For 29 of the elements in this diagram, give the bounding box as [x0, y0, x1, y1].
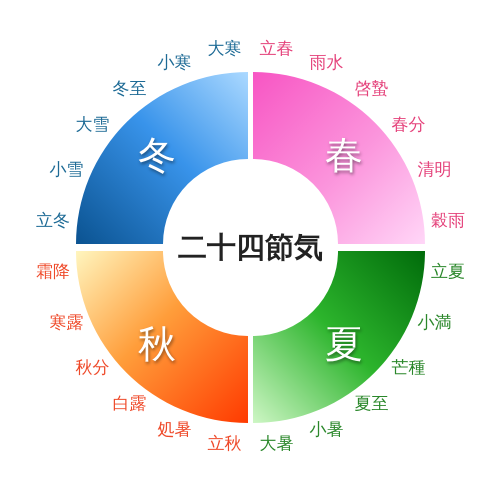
season-label: 秋 — [138, 324, 176, 363]
solar-term-label: 立春 — [259, 40, 294, 60]
solar-term-label: 秋分 — [76, 358, 110, 378]
solar-term-label: 小満 — [417, 314, 452, 334]
solar-term-label: 大雪 — [76, 116, 110, 136]
solar-term-label: 小雪 — [50, 162, 84, 182]
solar-term-label: 雨水 — [310, 54, 344, 74]
solar-term-label: 大寒 — [208, 40, 242, 60]
solar-term-label: 処暑 — [157, 422, 192, 442]
solar-term-label: 白露 — [112, 396, 146, 416]
solar-term-label: 冬至 — [112, 80, 146, 100]
solar-term-label: 立夏 — [430, 264, 465, 284]
solar-term-label: 夏至 — [354, 396, 389, 416]
solar-term-label: 霜降 — [36, 264, 70, 284]
season-label: 夏 — [324, 324, 363, 363]
solar-term-label: 小寒 — [157, 54, 192, 74]
solar-term-label: 大暑 — [259, 435, 294, 455]
solar-term-label: 芒種 — [391, 358, 426, 378]
solar-term-label: 穀雨 — [430, 212, 465, 232]
season-label: 冬 — [138, 136, 176, 174]
solar-term-label: 啓蟄 — [354, 80, 389, 100]
solar-term-label: 立秋 — [208, 435, 242, 455]
season-label: 春 — [324, 136, 363, 174]
solar-term-label: 立冬 — [36, 212, 70, 232]
diagram-title: 二十四節気 — [178, 232, 323, 264]
solar-term-label: 寒露 — [50, 314, 84, 334]
solar-term-label: 春分 — [391, 116, 426, 136]
solar-term-label: 清明 — [417, 162, 452, 182]
solar-term-label: 小暑 — [310, 422, 344, 442]
